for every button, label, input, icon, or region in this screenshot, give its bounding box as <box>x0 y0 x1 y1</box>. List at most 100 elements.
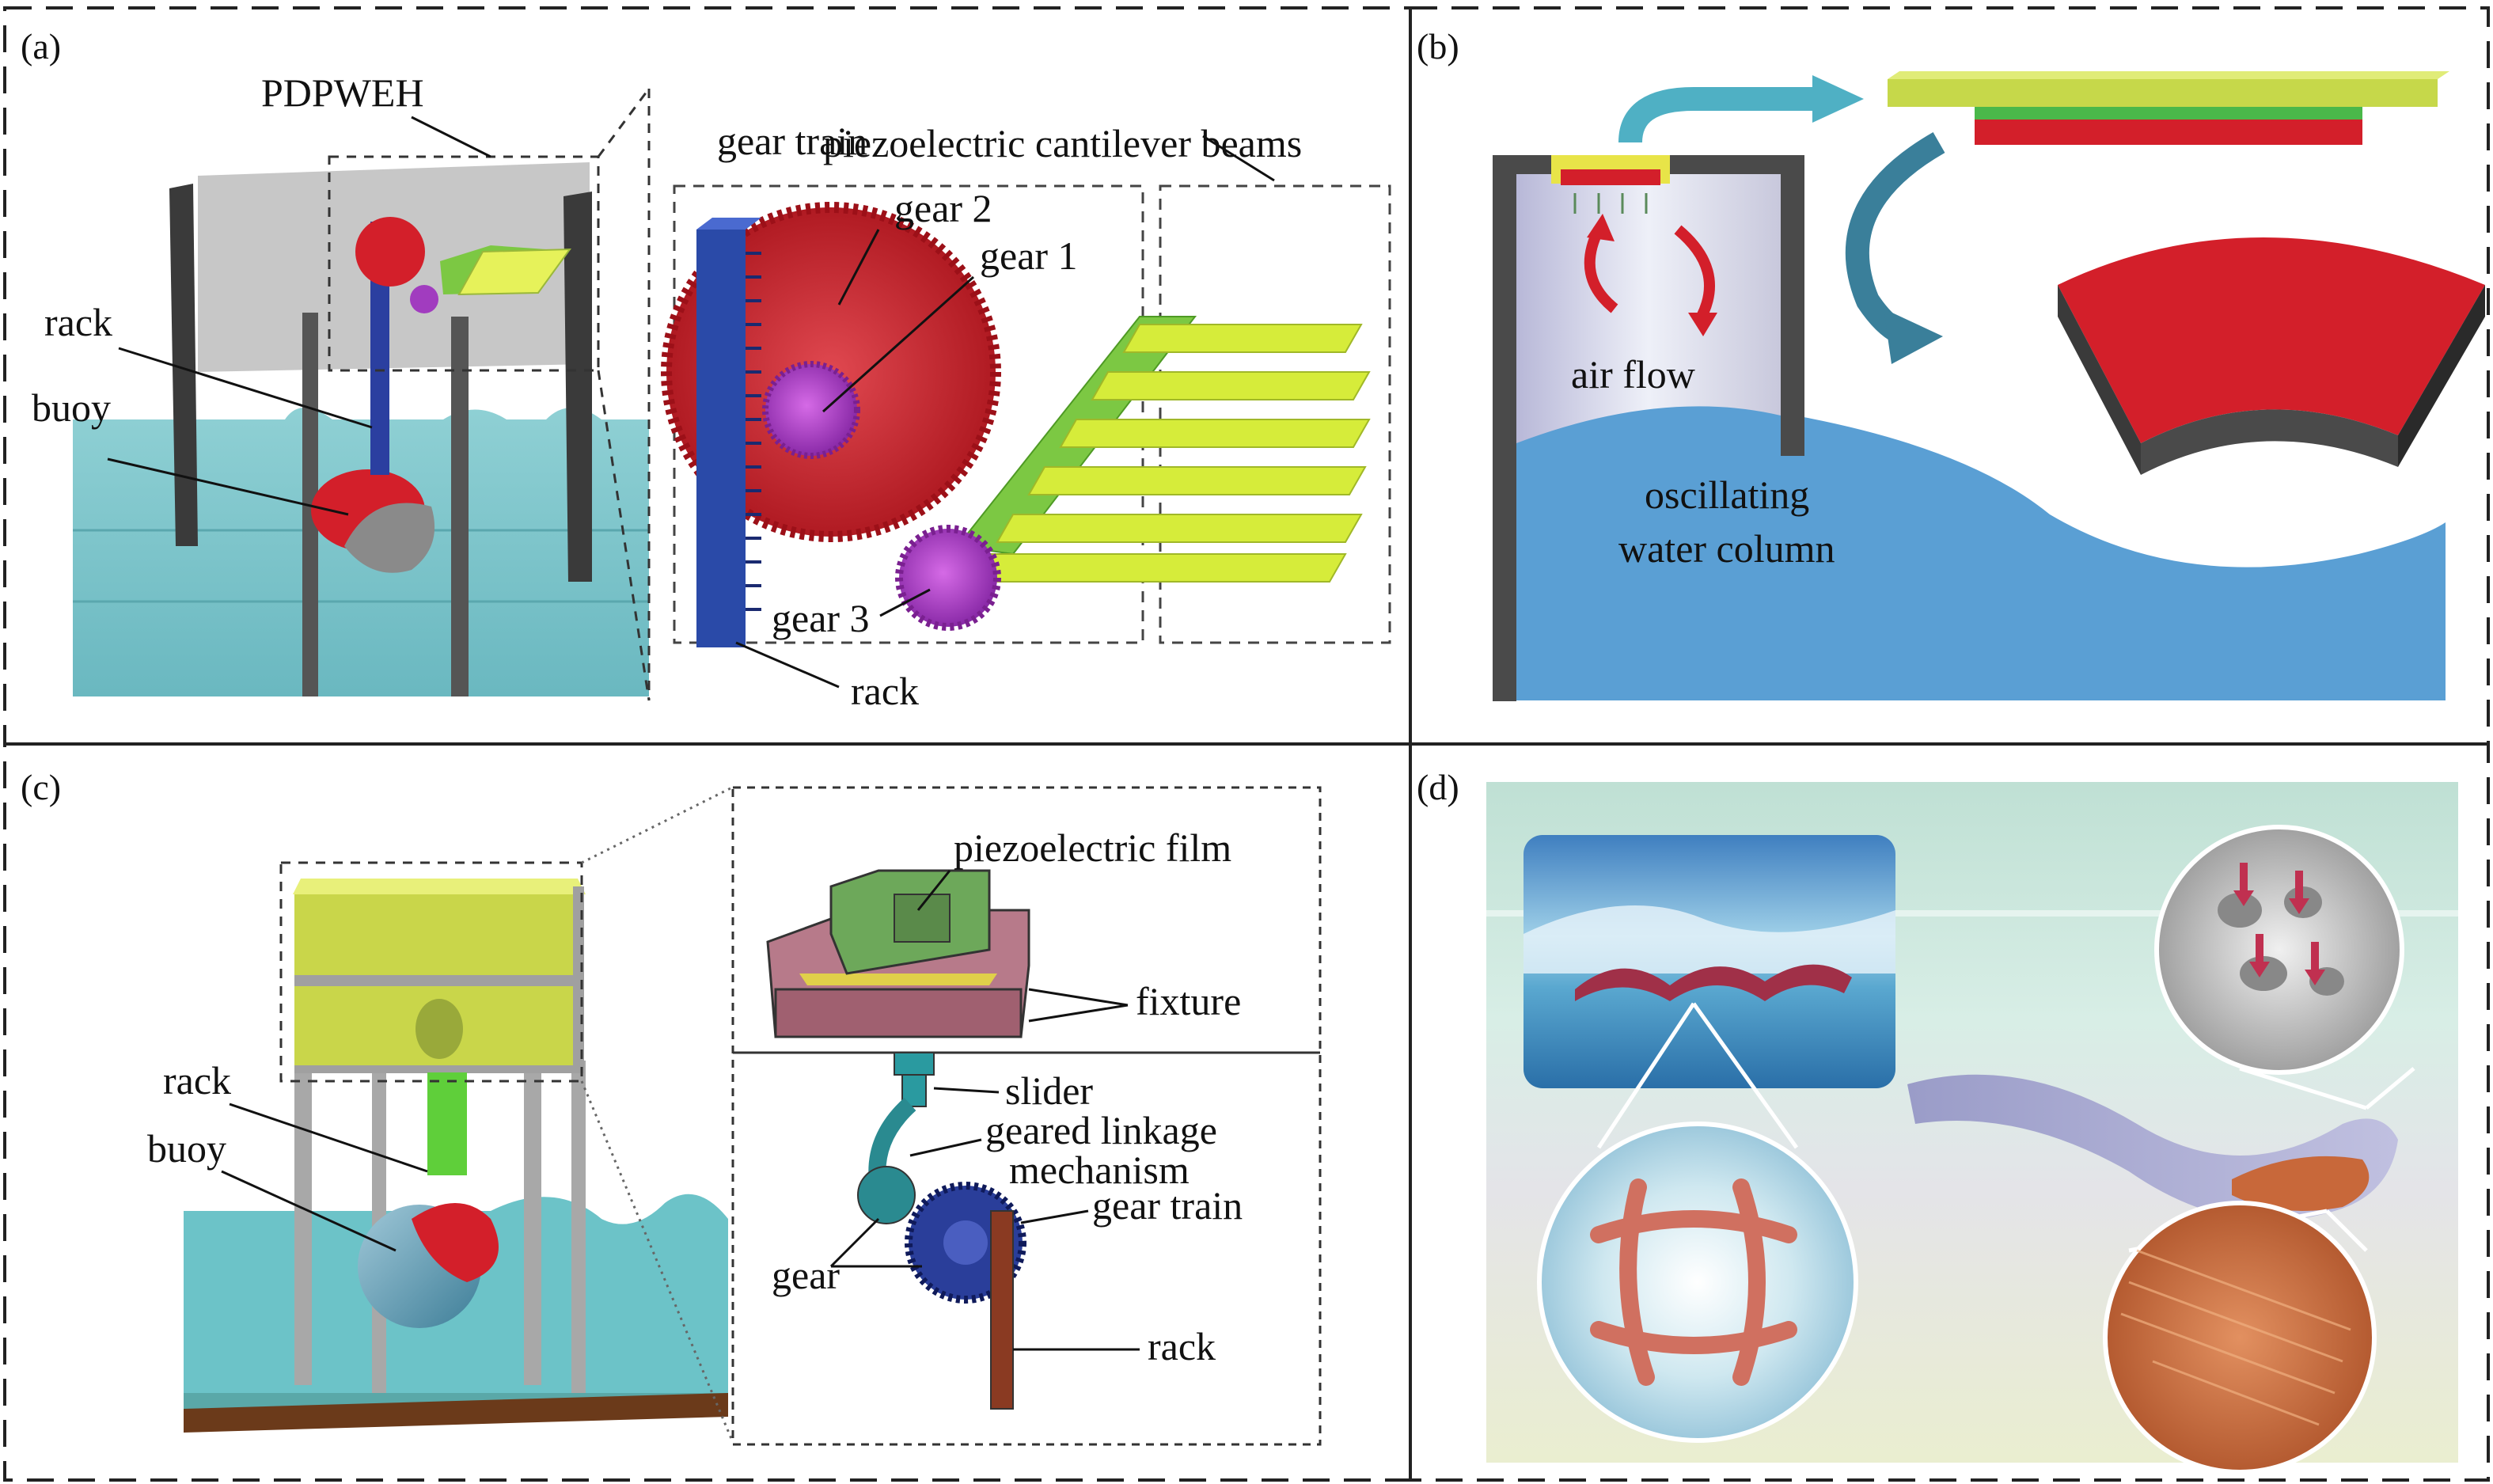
rack-detail-a <box>696 230 746 647</box>
label-gear3: gear 3 <box>772 596 870 640</box>
floating-film <box>1575 964 1852 1001</box>
label-mechanism: mechanism <box>1009 1148 1190 1192</box>
panel-b: (b) air flow <box>1417 26 2485 701</box>
rack-c <box>427 1072 467 1175</box>
leader-fixture-1 <box>1028 988 1129 1007</box>
detail-box-c <box>731 786 1322 1446</box>
label-gear-c: gear <box>772 1253 840 1297</box>
cantilever-beams <box>964 324 1371 583</box>
plate-red <box>1975 120 2362 145</box>
label-buoy-c: buoy <box>147 1126 226 1171</box>
porous-circle <box>2154 825 2404 1075</box>
leader-gear1 <box>822 275 975 413</box>
panel-d-band <box>1486 910 2458 917</box>
gear-3 <box>895 525 1001 631</box>
arc-block-right <box>2398 285 2485 467</box>
arc-block-top <box>2058 237 2485 443</box>
leader-slider <box>933 1087 1000 1094</box>
arrow-to-plate-head <box>1812 75 1864 123</box>
airflow-arrow-up-head <box>1587 214 1615 241</box>
airflow-arrow-up <box>1584 226 1618 313</box>
plate-top <box>1888 79 2438 107</box>
label-piezo-film: piezoelectric film <box>954 825 1231 870</box>
label-gear2: gear 2 <box>894 186 992 230</box>
leader-buoy-c <box>221 1170 397 1252</box>
label-rack-detail-c: rack <box>1148 1324 1216 1368</box>
rack-detail-top <box>696 218 761 230</box>
copper-circle <box>2103 1201 2377 1475</box>
leader-geared-linkage <box>909 1138 982 1157</box>
leader-fixture-2 <box>1028 1004 1129 1023</box>
label-piezo-beams: piezoelectric cantilever beams <box>823 121 1302 165</box>
owc-interior <box>1516 174 1781 443</box>
plate-green <box>1975 107 2362 120</box>
zoom-lead-c1 <box>581 786 733 864</box>
label-owc-2: water column <box>1618 526 1835 571</box>
label-rack-detail-a: rack <box>851 669 919 713</box>
piezo-film-block <box>829 869 991 975</box>
arrow-to-plate <box>1618 87 1820 143</box>
panel-b-letter: (b) <box>1417 26 1459 66</box>
panel-a-letter: (a) <box>21 26 61 66</box>
leader-gear-c-1 <box>829 1217 880 1268</box>
label-gear-train-a: gear train <box>717 119 867 163</box>
leader-rack-a <box>118 347 373 429</box>
leader-rack-c <box>229 1103 428 1173</box>
panel-d-letter: (d) <box>1417 767 1459 807</box>
panel-c: (c) rack buoy <box>21 767 1322 1446</box>
leader-pdpweh <box>411 116 491 158</box>
buoy-a-shadow <box>344 503 435 573</box>
label-buoy-a: buoy <box>32 385 111 430</box>
leader-gear-train-c <box>1020 1209 1089 1224</box>
slider-stem <box>901 1074 927 1107</box>
ribbon-copper-end <box>2232 1156 2370 1211</box>
leader-gear3 <box>879 588 931 617</box>
arrow-to-arc-head <box>1884 309 1943 364</box>
mesh-fibers <box>1590 1178 1797 1386</box>
ocean <box>1496 397 2446 700</box>
buoy-c-top <box>412 1203 499 1282</box>
rack-detail-c <box>990 1210 1014 1410</box>
arrow-to-arc <box>1845 131 1945 343</box>
label-air-flow: air flow <box>1571 352 1695 397</box>
label-fixture: fixture <box>1136 979 1241 1023</box>
slider <box>894 1052 935 1076</box>
label-slider: slider <box>1005 1068 1093 1113</box>
leader-piezo-beams <box>1202 135 1275 182</box>
linkage-gear-small <box>857 1166 916 1224</box>
arc-block-left <box>2058 285 2141 475</box>
arc-block-inner <box>2141 409 2398 475</box>
owc-wall-right <box>1781 155 1804 456</box>
panel-d: (d) <box>1417 767 2458 1475</box>
owc-wall-left <box>1493 155 1516 701</box>
porous-arrows <box>2233 863 2325 985</box>
leader-gear2 <box>837 229 880 306</box>
plate-top-face <box>1888 71 2449 79</box>
big-gear-c-hub <box>943 1220 988 1265</box>
label-owc-1: oscillating <box>1645 473 1809 517</box>
label-gear1: gear 1 <box>980 233 1078 278</box>
label-gear-train-c: gear train <box>1092 1183 1243 1228</box>
panel-a: (a) PDPWE <box>21 26 1391 713</box>
label-pdpweh: PDPWEH <box>261 70 424 115</box>
panel-c-letter: (c) <box>21 767 61 807</box>
tank-c-base <box>184 1393 728 1433</box>
owc-small-arrows <box>1573 193 1648 214</box>
airflow-arrow-down-head <box>1688 313 1717 336</box>
gear-a-small <box>355 217 425 287</box>
gear-a-purple <box>410 285 438 313</box>
leader-piezo-film <box>916 870 951 911</box>
airflow-arrow-down <box>1674 225 1715 320</box>
beams-a <box>457 248 572 296</box>
panel-frames <box>3 6 2490 1482</box>
leader-rack-detail-a <box>735 641 840 689</box>
rack-teeth <box>746 252 761 611</box>
zoom-lead-c2 <box>580 1080 734 1441</box>
gear-1 <box>762 361 860 459</box>
sea-photo-foam <box>1524 905 1895 974</box>
mesh-circle <box>1537 1122 1858 1443</box>
label-rack-c: rack <box>163 1058 231 1103</box>
label-rack-a: rack <box>44 300 112 344</box>
